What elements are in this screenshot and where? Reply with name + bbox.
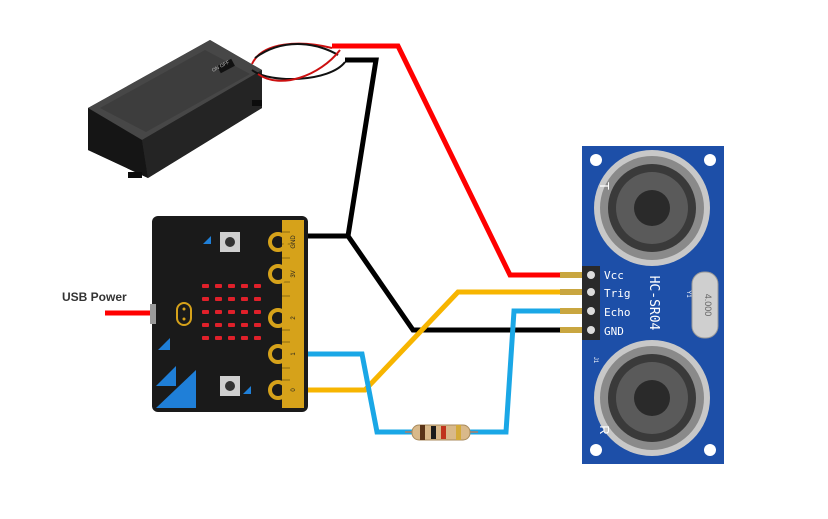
y1-label: Y1 <box>685 290 691 298</box>
microbit-logo-icon <box>176 302 192 326</box>
sensor-pin-vcc: Vcc <box>604 269 624 282</box>
pin-pad-1 <box>268 344 288 364</box>
led-3-3 <box>241 323 248 327</box>
battery-pack: ON OFF <box>88 40 262 178</box>
led-1-2 <box>228 297 235 301</box>
led-3-4 <box>254 323 261 327</box>
led-matrix <box>202 284 261 340</box>
battery-leads <box>251 42 346 82</box>
button-a-marker <box>203 236 211 244</box>
led-0-0 <box>202 284 209 288</box>
receiver-can <box>594 340 710 456</box>
resistor-band-1 <box>420 425 425 440</box>
yellow-trig-wire <box>298 289 565 393</box>
transmitter-label: T <box>597 182 612 190</box>
wires <box>105 43 565 435</box>
led-1-0 <box>202 297 209 301</box>
crystal-label: 4.000 <box>703 294 713 317</box>
pin-label-gnd: GND <box>291 235 297 249</box>
led-1-1 <box>215 297 222 301</box>
pin-label-2: 2 <box>291 316 297 320</box>
led-4-3 <box>241 336 248 340</box>
receiver-label: R <box>597 425 612 434</box>
pin-pad-2 <box>268 308 288 328</box>
led-2-0 <box>202 310 209 314</box>
led-3-2 <box>228 323 235 327</box>
led-2-3 <box>241 310 248 314</box>
led-0-4 <box>254 284 261 288</box>
usb-port <box>150 304 156 324</box>
led-0-1 <box>215 284 222 288</box>
header-pins <box>560 266 600 340</box>
sensor-pin-gnd: GND <box>604 325 624 338</box>
led-0-2 <box>228 284 235 288</box>
pin-label-0: 0 <box>291 388 297 392</box>
led-0-3 <box>241 284 248 288</box>
led-4-1 <box>215 336 222 340</box>
led-4-2 <box>228 336 235 340</box>
black-gnd-wire <box>345 234 565 333</box>
led-4-4 <box>254 336 261 340</box>
resistor-band-4 <box>456 425 461 440</box>
led-2-1 <box>215 310 222 314</box>
resistor <box>405 424 478 441</box>
resistor-band-3 <box>441 426 446 439</box>
led-2-2 <box>228 310 235 314</box>
black-battery-wire <box>298 57 379 239</box>
red-vcc-wire <box>332 43 565 278</box>
button-b-marker <box>243 386 251 394</box>
sensor-pin-echo: Echo <box>604 306 631 319</box>
sensor-pin-trig: Trig <box>604 287 631 300</box>
usb-power-label: USB Power <box>62 290 127 304</box>
led-1-4 <box>254 297 261 301</box>
transmitter-can <box>594 150 710 266</box>
pin-pad-gnd <box>268 232 288 252</box>
led-3-0 <box>202 323 209 327</box>
microbit-board: GND 3V 2 1 0 <box>150 216 308 412</box>
ultrasonic-sensor: 4.000 T R HC-SR04 Y1 J1 Vcc Trig Echo GN… <box>560 146 724 464</box>
led-4-0 <box>202 336 209 340</box>
sensor-model: HC-SR04 <box>646 276 661 331</box>
blue-echo-wire-2 <box>470 308 565 435</box>
pin-pad-0 <box>268 380 288 400</box>
led-3-1 <box>215 323 222 327</box>
resistor-band-2 <box>431 426 436 439</box>
led-2-4 <box>254 310 261 314</box>
pin-label-3v: 3V <box>291 270 297 277</box>
pin-pad-3v <box>268 264 288 284</box>
led-1-3 <box>241 297 248 301</box>
blue-echo-wire <box>298 351 412 435</box>
j1-label: J1 <box>592 357 598 364</box>
crystal <box>691 271 719 339</box>
pin-label-1: 1 <box>291 352 297 356</box>
